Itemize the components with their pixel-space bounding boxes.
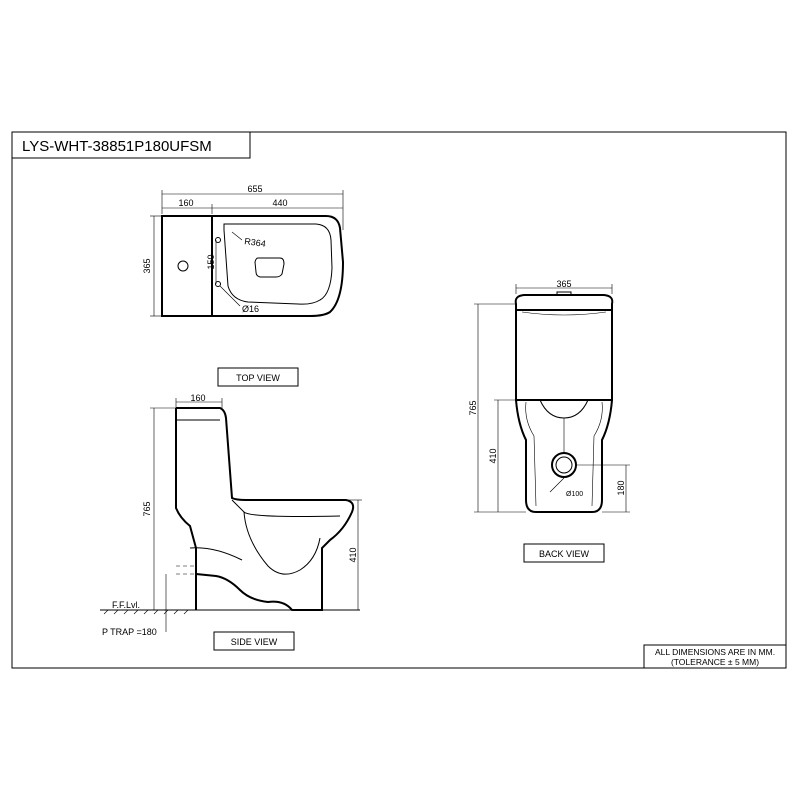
side-dim-410-label: 410 (348, 547, 358, 562)
notes-line-1: ALL DIMENSIONS ARE IN MM. (655, 647, 775, 657)
side-view-label: SIDE VIEW (231, 637, 278, 647)
dim-440-label: 440 (272, 198, 287, 208)
back-dim-dia100-label: Ø100 (566, 491, 583, 498)
side-view-body (176, 407, 355, 611)
top-view-water-area (254, 257, 285, 278)
side-view-trapway (243, 511, 321, 575)
notes-line-2: (TOLERANCE ± 5 MM) (671, 657, 759, 667)
top-view-seat (223, 223, 333, 305)
side-dim-160-label: 160 (190, 393, 205, 403)
top-view-bowl-outline (212, 215, 345, 317)
dim-dia16-label: Ø16 (242, 304, 259, 314)
top-view: 655 160 440 365 150 R364 Ø16 TOP VIEW (142, 184, 345, 387)
floor-level-label: F.F.Lvl. (112, 600, 140, 610)
dim-r364-label: R364 (244, 236, 267, 249)
top-view-fixing-hole-1 (215, 237, 221, 243)
top-view-tank (161, 215, 213, 317)
dim-655-label: 655 (247, 184, 262, 194)
side-view-label-box (213, 631, 295, 651)
back-view-arch (539, 399, 589, 419)
side-view: 160 765 410 F.F.Lvl. P TRAP =180 SIDE VI… (100, 393, 362, 651)
notes-box (643, 644, 787, 669)
p-trap-label: P TRAP =180 (102, 627, 157, 637)
back-dim-180-label: 180 (616, 480, 626, 495)
top-view-fixing-hole-2 (215, 281, 221, 287)
back-view-label-box (523, 543, 605, 563)
back-view: 365 765 410 180 Ø100 BACK VIEW (468, 279, 630, 563)
back-dim-365-label: 365 (556, 279, 571, 289)
back-view-bowl (515, 399, 613, 513)
back-view-tank-lid (514, 294, 614, 311)
dim-150-label: 150 (206, 254, 216, 269)
top-view-label-box (217, 367, 299, 387)
back-dim-765-label: 765 (468, 400, 478, 415)
dim-160-label: 160 (178, 198, 193, 208)
top-view-label: TOP VIEW (236, 373, 280, 383)
back-view-label: BACK VIEW (539, 549, 590, 559)
drawing-title: LYS-WHT-38851P180UFSM (22, 138, 212, 155)
dim-365-label: 365 (142, 258, 152, 273)
back-dim-410-label: 410 (488, 448, 498, 463)
side-dim-765-label: 765 (142, 501, 152, 516)
drawing-frame (11, 131, 787, 669)
back-view-tank (515, 310, 613, 401)
side-view-seat (231, 499, 341, 517)
title-block (12, 132, 251, 159)
back-view-flush-button (556, 291, 572, 296)
floor-hatch (103, 609, 189, 615)
top-view-tank-hole (177, 260, 189, 272)
